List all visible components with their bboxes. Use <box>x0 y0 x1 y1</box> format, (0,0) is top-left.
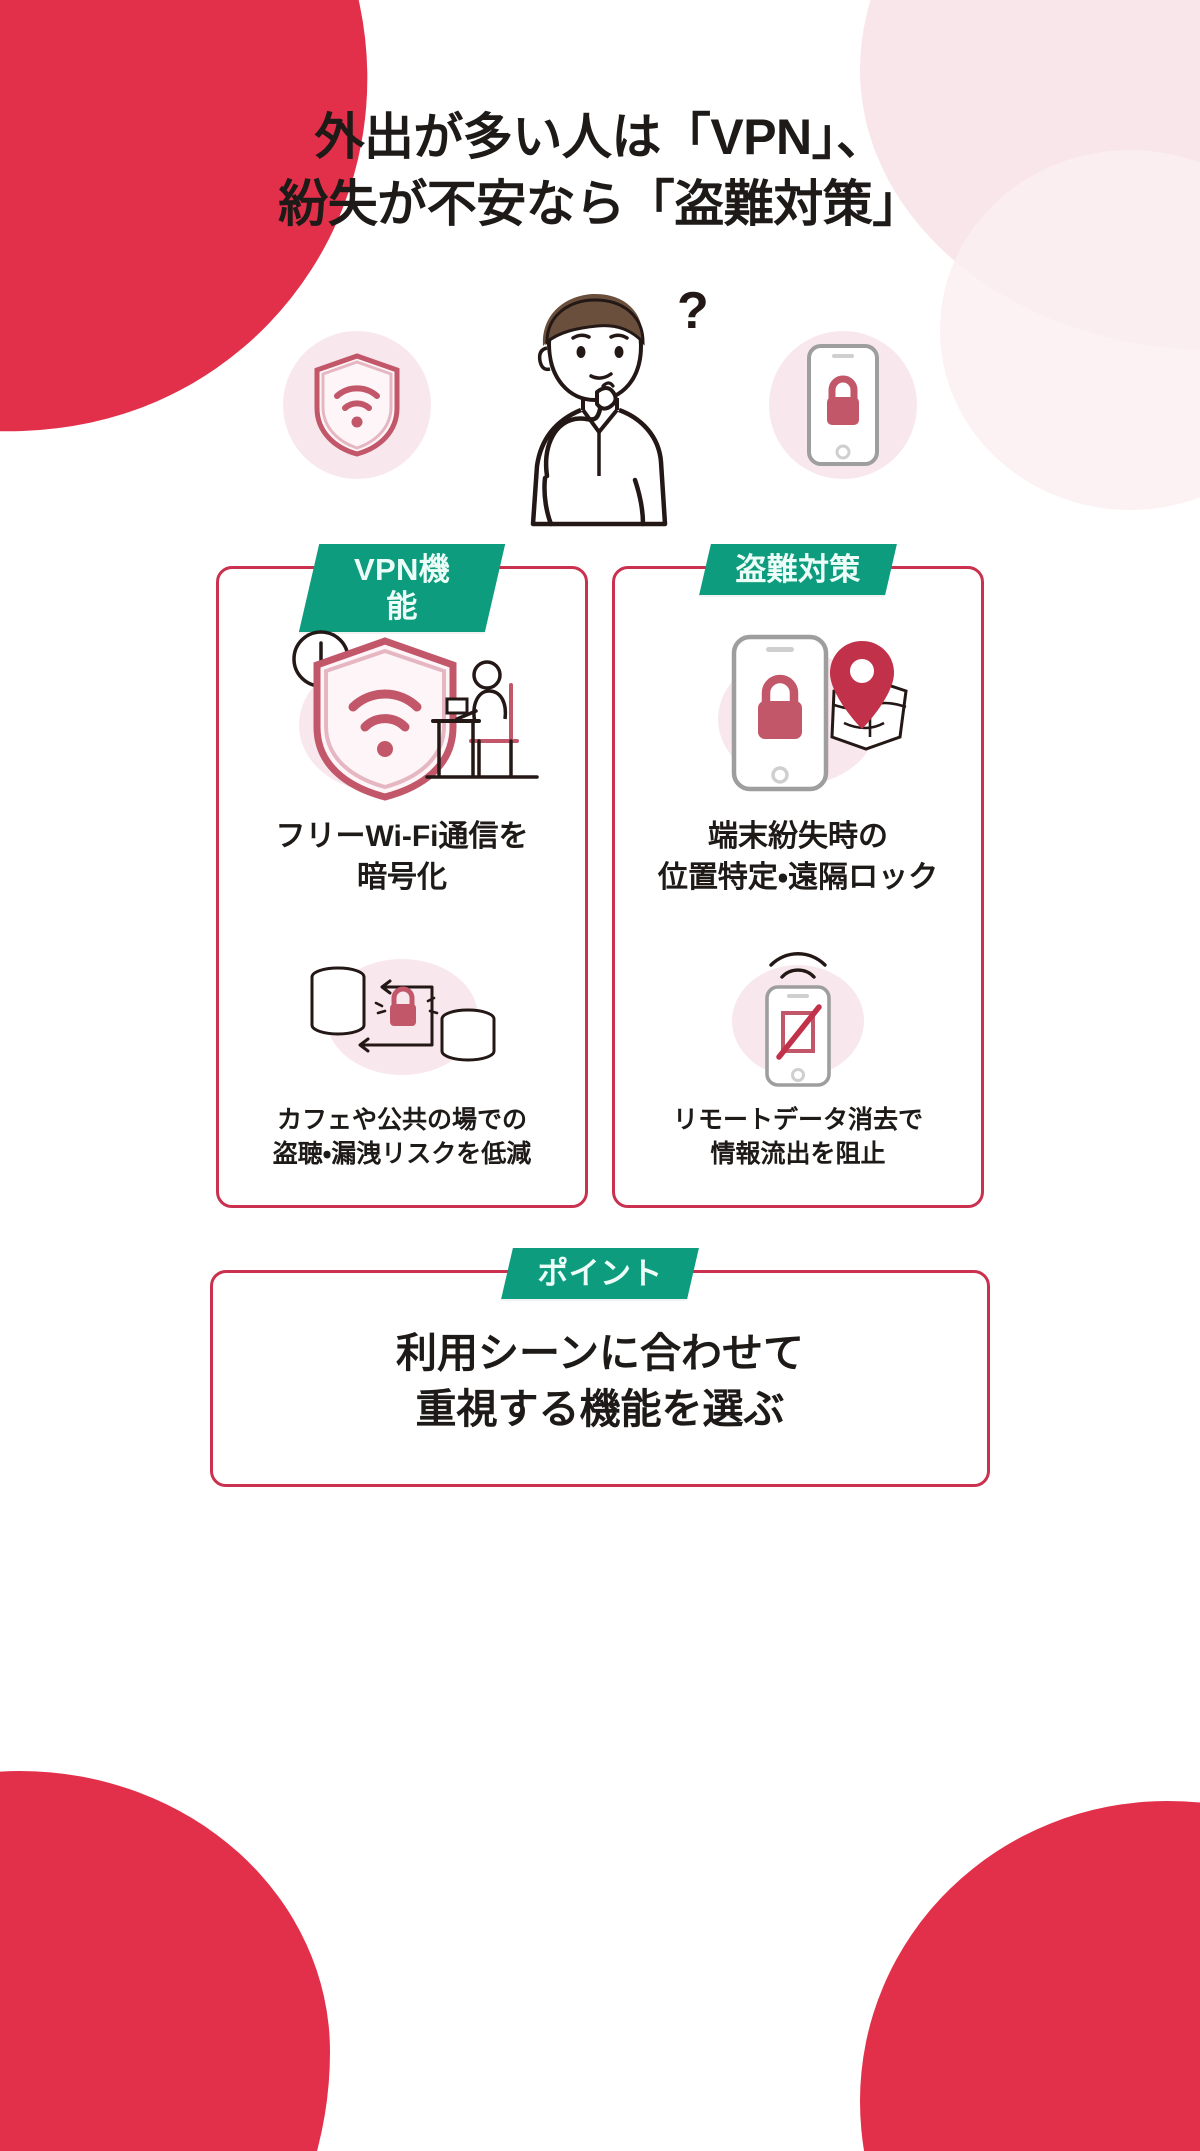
feature-vpn-eavesdrop-caption: カフェや公共の場での 盗聴・漏洩リスクを低減 <box>273 1103 532 1171</box>
phone-remote-wipe-illustration <box>648 941 948 1091</box>
shield-wifi-icon <box>283 331 431 479</box>
card-theft-banner-label: 盗難対策 <box>735 552 861 587</box>
caption-line-2: 情報流出を阻止 <box>710 1139 886 1168</box>
caption-line-1: 端末紛失時の <box>707 820 888 853</box>
hero-illustration-row: ? <box>60 280 1140 530</box>
card-point-banner: ポイント <box>501 1247 699 1299</box>
phone-lock-icon <box>769 331 917 479</box>
card-theft: 盗難対策 <box>612 544 984 1208</box>
feature-cards: VPN機能 <box>60 544 1140 1208</box>
caption-line-2: 位置特定・遠隔ロック <box>657 860 939 894</box>
phone-lock-map-pin-illustration <box>648 615 948 805</box>
hero-phone-lock <box>769 331 917 479</box>
card-vpn: VPN機能 <box>216 544 588 1208</box>
card-point-banner-label: ポイント <box>537 1255 663 1291</box>
thinking-person-illustration: ? <box>485 280 715 530</box>
feature-vpn-encryption: フリーWi-Fi通信を 暗号化 <box>235 615 569 899</box>
question-mark-icon: ? <box>677 282 709 340</box>
feature-theft-locate-lock: 端末紛失時の 位置特定・遠隔ロック <box>631 615 965 899</box>
poster-content: 外出が多い人は「VPN」、 紛失が不安なら「盗難対策」 <box>0 104 1200 1487</box>
feature-theft-remote-wipe: リモートデータ消去で 情報流出を阻止 <box>631 941 965 1171</box>
feature-theft-remote-wipe-caption: リモートデータ消去で 情報流出を阻止 <box>673 1103 923 1171</box>
card-point: ポイント 利用シーンに合わせて 重視する機能を選ぶ <box>210 1247 990 1487</box>
page-title-line-1: 外出が多い人は「VPN」、 <box>314 109 886 165</box>
caption-line-1: カフェや公共の場での <box>276 1105 527 1134</box>
caption-line-2: 暗号化 <box>356 860 447 894</box>
feature-vpn-encryption-caption: フリーWi-Fi通信を 暗号化 <box>275 817 528 899</box>
card-theft-banner: 盗難対策 <box>699 544 897 596</box>
decorative-blob-bottom-right <box>860 1801 1200 2151</box>
feature-theft-locate-lock-caption: 端末紛失時の 位置特定・遠隔ロック <box>658 817 938 899</box>
hero-shield-wifi <box>283 331 431 479</box>
point-line-2: 重視する機能を選ぶ <box>415 1386 785 1433</box>
point-line-1: 利用シーンに合わせて <box>396 1329 804 1376</box>
page-title-line-2: 紛失が不安なら「盗難対策」 <box>278 176 922 232</box>
caption-line-1: フリーWi-Fi通信を <box>275 820 529 853</box>
point-text: 利用シーンに合わせて 重視する機能を選ぶ <box>233 1325 967 1438</box>
caption-line-2: 盗聴・漏洩リスクを低減 <box>272 1139 532 1168</box>
database-encrypted-transfer-illustration <box>252 941 552 1091</box>
caption-line-1: リモートデータ消去で <box>672 1105 923 1134</box>
feature-vpn-eavesdrop: カフェや公共の場での 盗聴・漏洩リスクを低減 <box>235 941 569 1171</box>
page-title: 外出が多い人は「VPN」、 紛失が不安なら「盗難対策」 <box>60 104 1140 238</box>
decorative-blob-bottom-left <box>0 1771 330 2151</box>
svg-text:?: ? <box>677 282 709 340</box>
shield-wifi-remote-worker-illustration <box>252 615 552 805</box>
